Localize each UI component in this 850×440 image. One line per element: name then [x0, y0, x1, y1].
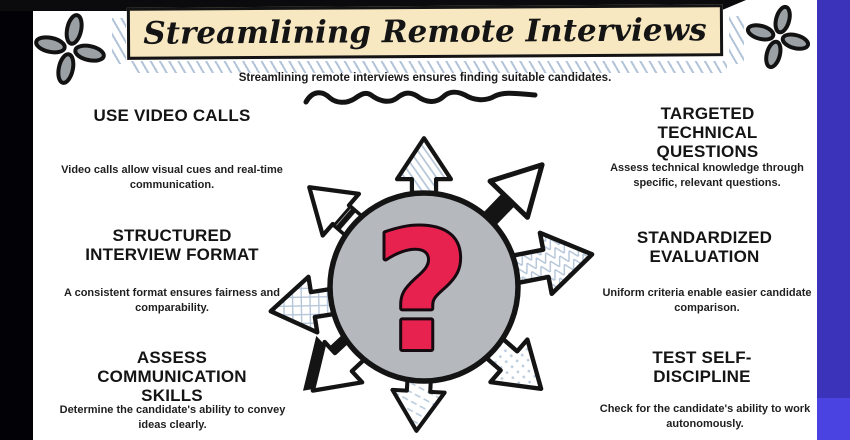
question-circle	[327, 190, 521, 384]
clover-decoration-left-icon	[34, 13, 106, 85]
question-mark: ?	[374, 196, 470, 388]
section-title-assess-communication-skills: ASSESS COMMUNICATION SKILLS	[97, 348, 247, 406]
left-edge-strip	[0, 0, 33, 440]
section-desc-standardized-evaluation: Uniform criteria enable easier candidate…	[602, 287, 812, 314]
subtitle: Streamlining remote interviews ensures f…	[238, 72, 612, 84]
title-banner: Streamlining Remote Interviews	[126, 4, 724, 60]
section-title-structured-interview-format: STRUCTURED INTERVIEW FORMAT	[85, 226, 259, 265]
section-title-standardized-evaluation: STANDARDIZED EVALUATION	[636, 228, 773, 267]
corner-accent	[817, 398, 850, 440]
section-desc-structured-interview-format: A consistent format ensures fairness and…	[64, 287, 280, 314]
right-edge-strip	[817, 0, 850, 440]
section-title-use-video-calls: USE VIDEO CALLS	[93, 106, 251, 125]
section-desc-use-video-calls: Video calls allow visual cues and real-t…	[61, 164, 283, 191]
section-title-targeted-technical-questions: TARGETED TECHNICAL QUESTIONS	[656, 104, 759, 162]
section-title-test-self-discipline: TEST SELF- DISCIPLINE	[652, 348, 752, 387]
section-desc-targeted-technical-questions: Assess technical knowledge through speci…	[610, 162, 804, 189]
banner-hatch-left	[112, 18, 126, 64]
banner-hatch-right	[729, 16, 744, 64]
banner-hatch-bottom	[131, 61, 727, 73]
question-hub-illustration: ?	[262, 127, 607, 440]
section-desc-test-self-discipline: Check for the candidate's ability to wor…	[599, 403, 811, 430]
clover-decoration-right-icon	[745, 4, 811, 70]
page-title: Streamlining Remote Interviews	[143, 12, 707, 52]
section-desc-assess-communication-skills: Determine the candidate's ability to con…	[59, 404, 286, 431]
underline-squiggle-icon	[303, 89, 538, 105]
